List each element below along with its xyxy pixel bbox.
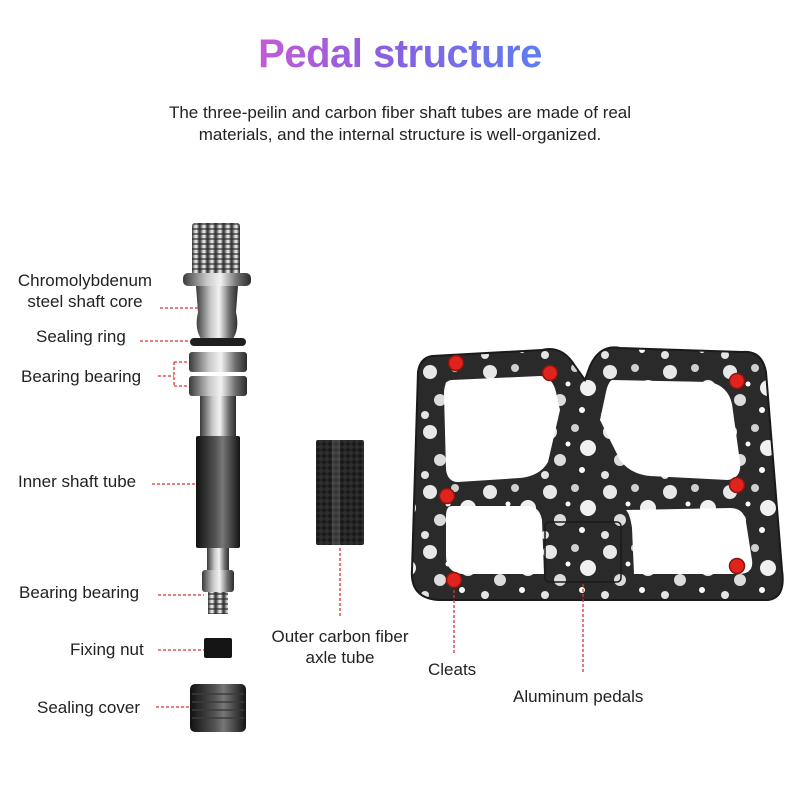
shaft-tip [207, 548, 229, 570]
label-inner-shaft-tube: Inner shaft tube [18, 472, 137, 491]
axle-assembly [183, 223, 251, 732]
pedal-window-lower-right [626, 508, 753, 574]
bearing-top-part-1 [189, 352, 247, 372]
sealing-cover-part [190, 684, 246, 732]
label-bearing-top: Bearing bearing [21, 367, 142, 386]
label-shaft-core: Chromolybdenum steel shaft core [17, 271, 153, 311]
bearing-bottom-part [202, 570, 234, 592]
leader-lines [140, 307, 584, 708]
cleat [728, 557, 746, 575]
cleat [728, 372, 746, 390]
shaft-core [196, 286, 238, 340]
cleats-parts [438, 354, 746, 589]
outer-carbon-tube-part [316, 440, 364, 545]
shaft-collar [183, 273, 251, 286]
label-outer-carbon-tube: Outer carbon fiber axle tube [271, 627, 409, 667]
carbon-tube-highlight [332, 440, 340, 545]
cleat [447, 354, 465, 372]
label-sealing-cover: Sealing cover [37, 698, 141, 717]
sealing-cover-grooves [192, 693, 244, 719]
subtitle: The three-peilin and carbon fiber shaft … [168, 103, 632, 144]
cleat [541, 364, 559, 382]
cleat [438, 487, 456, 505]
bearing-top-part-2 [189, 376, 247, 396]
pedal-window-upper-left [444, 376, 560, 482]
page-title: Pedal structure [258, 32, 542, 76]
threaded-end [192, 223, 240, 275]
cleat [445, 571, 463, 589]
fixing-nut-part [204, 638, 232, 658]
pedal-window-lower-left [446, 506, 544, 574]
label-cleats: Cleats [428, 660, 477, 679]
sealing-ring-part [190, 338, 246, 346]
label-aluminum-pedals: Aluminum pedals [513, 687, 644, 706]
inner-shaft-tube-part [196, 436, 240, 548]
pedal-body [410, 346, 784, 601]
label-sealing-ring: Sealing ring [36, 327, 126, 346]
shaft-end-thread [208, 592, 228, 614]
label-bearing-bottom: Bearing bearing [19, 583, 140, 602]
pedal-window-upper-right [600, 380, 741, 480]
leader-bearing-top [158, 361, 189, 387]
pedal-center-block [544, 521, 622, 583]
cleat [728, 476, 746, 494]
label-fixing-nut: Fixing nut [70, 640, 144, 659]
shaft-neck [200, 396, 236, 436]
